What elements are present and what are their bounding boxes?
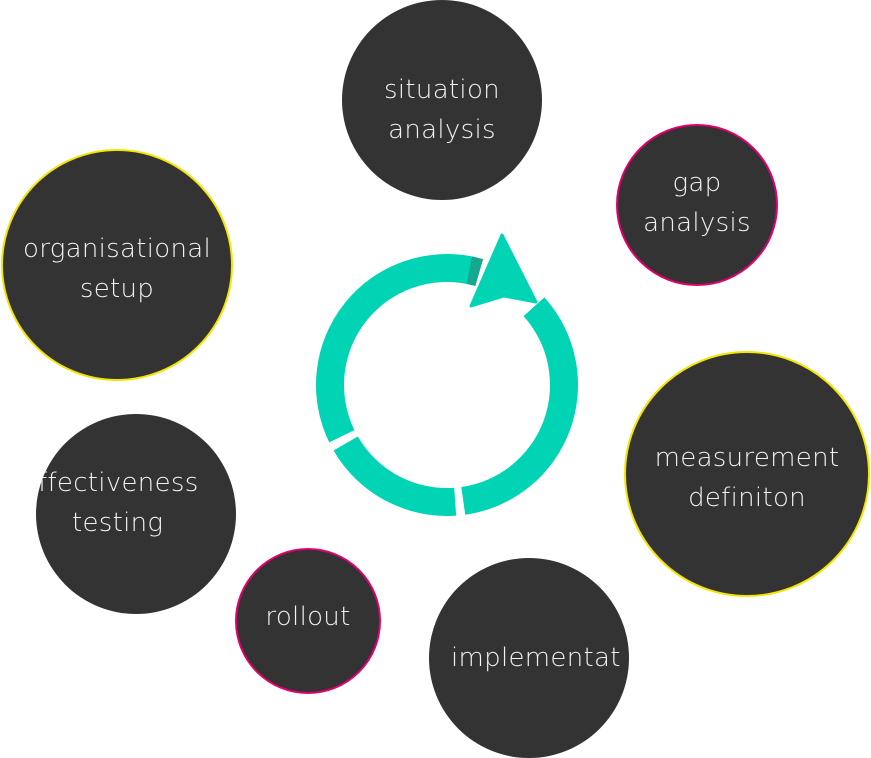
node-implementation: implementat <box>429 558 629 758</box>
node-label-line: ffectiveness <box>38 468 199 498</box>
node-label-line: analysis <box>643 208 751 238</box>
node-label-line: situation <box>384 75 500 105</box>
cycle-arrowhead <box>469 233 538 308</box>
node-label-line: implementat <box>451 643 621 673</box>
node-label-line: gap <box>672 168 722 198</box>
node-label-line: rollout <box>265 602 351 632</box>
node-gap-analysis: gap analysis <box>616 124 778 286</box>
node-label-line: testing <box>72 508 164 538</box>
node-effectiveness-testing: ffectiveness testing <box>36 414 236 614</box>
node-organisational-setup: organisational setup <box>1 149 233 381</box>
cycle-arrow-shadow <box>466 256 484 286</box>
cycle-segment-left <box>316 254 477 443</box>
cycle-segment-bottom <box>333 436 457 516</box>
node-rollout: rollout <box>235 548 381 694</box>
node-label-line: setup <box>79 274 155 304</box>
node-label-line: definiton <box>688 483 806 513</box>
cycle-segment-right <box>461 297 578 515</box>
cycle-arrow-icon <box>316 233 578 516</box>
node-label-line: organisational <box>22 234 212 264</box>
node-label-line: measurement <box>654 443 840 473</box>
node-label-line: analysis <box>388 115 496 145</box>
node-situation-analysis: situation analysis <box>342 0 542 200</box>
node-measurement-definition: measurement definiton <box>624 351 870 597</box>
